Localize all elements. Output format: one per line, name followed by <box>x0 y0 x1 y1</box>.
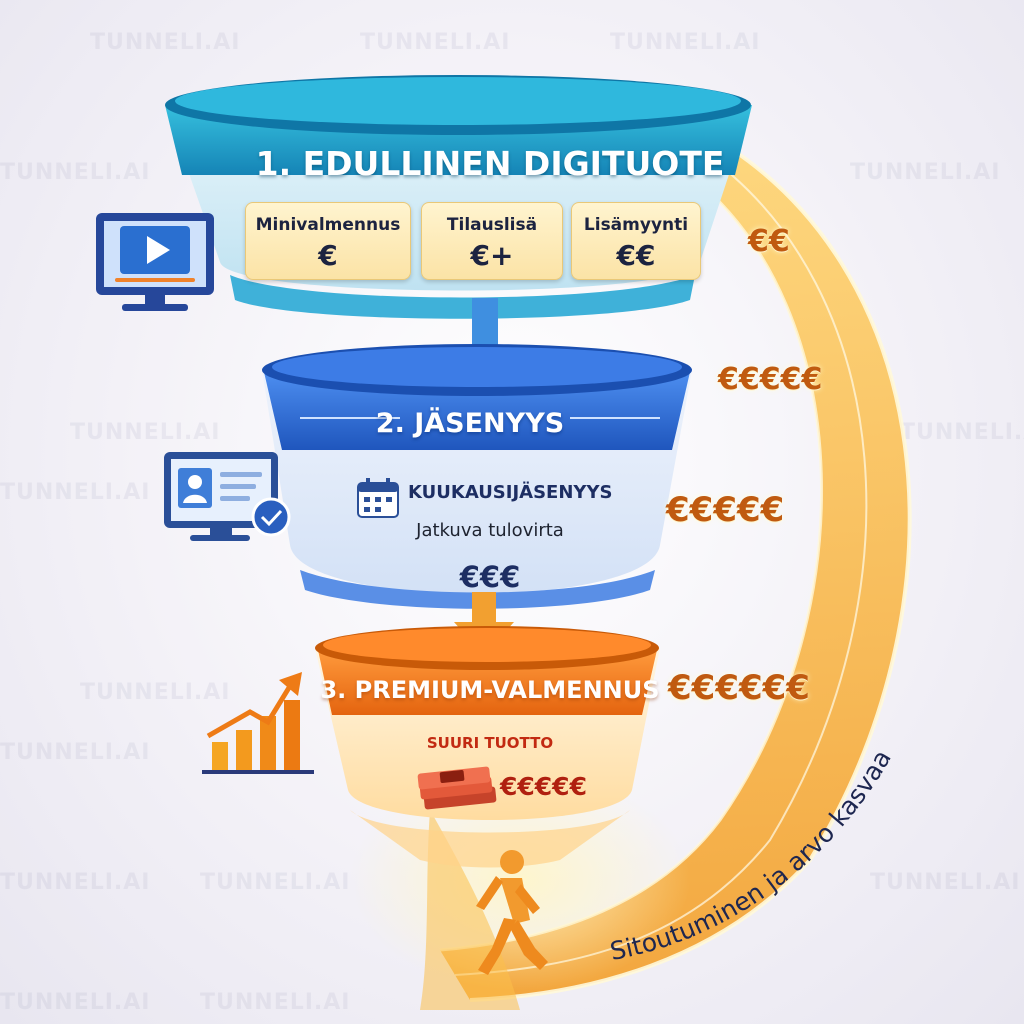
watermark-text: TUNNELI.AI <box>200 990 351 1015</box>
watermark-text: TUNNELI.AI <box>0 480 151 505</box>
arc-euro-label: €€€€€€ <box>668 668 810 708</box>
watermark-text: TUNNELI.AI <box>870 870 1021 895</box>
funnel-3-title: 3. PREMIUM-VALMENNUS <box>320 676 660 704</box>
walking-person-icon <box>476 850 548 975</box>
watermark-text: TUNNELI.AI <box>900 420 1024 445</box>
arc-euro-label: €€ <box>748 224 790 259</box>
arc-euro-label: €€€€€ <box>666 490 785 530</box>
watermark-text: TUNNELI.AI <box>200 870 351 895</box>
revenue-label: Jatkuva tulovirta <box>416 520 564 541</box>
watermark-text: TUNNELI.AI <box>80 680 231 705</box>
funnel-1 <box>165 75 752 319</box>
video-monitor-icon <box>96 213 214 311</box>
watermark-text: TUNNELI.AI <box>0 160 151 185</box>
watermark-text: TUNNELI.AI <box>0 870 151 895</box>
product-card-lisamyynti: Lisämyynti €€ <box>571 202 701 280</box>
calendar-icon <box>357 478 399 518</box>
premium-price: €€€€€ <box>500 772 587 801</box>
product-card-tilauslisa: Tilauslisä €+ <box>421 202 563 280</box>
card-price: €+ <box>470 239 514 272</box>
funnel-2-title: 2. JÄSENYYS <box>375 408 565 439</box>
watermark-text: TUNNELI.AI <box>360 30 511 55</box>
funnel-1-title: 1. EDULLINEN DIGITUOTE <box>255 144 725 183</box>
funnel-3 <box>315 626 660 868</box>
card-price: €€ <box>616 239 656 272</box>
watermark-text: TUNNELI.AI <box>90 30 241 55</box>
membership-label: KUUKAUSIJÄSENYYS <box>408 482 613 503</box>
arc-euro-label: €€€€€ <box>718 362 823 397</box>
card-label: Minivalmennus <box>255 215 401 235</box>
funnel-2 <box>262 344 692 609</box>
watermark-text: TUNNELI.AI <box>610 30 761 55</box>
card-label: Lisämyynti <box>583 215 689 235</box>
return-label: SUURI TUOTTO <box>426 734 554 752</box>
money-stack-icon <box>417 766 497 810</box>
growth-chart-icon <box>202 672 314 774</box>
watermark-text: TUNNELI.AI <box>0 740 151 765</box>
member-profile-icon <box>164 452 291 541</box>
card-price: € <box>318 239 338 272</box>
watermark-text: TUNNELI.AI <box>850 160 1001 185</box>
membership-price: €€€ <box>459 560 521 594</box>
product-card-minivalmennus: Minivalmennus € <box>245 202 411 280</box>
watermark-text: TUNNELI.AI <box>0 990 151 1015</box>
watermark-text: TUNNELI.AI <box>70 420 221 445</box>
card-label: Tilauslisä <box>446 215 538 235</box>
